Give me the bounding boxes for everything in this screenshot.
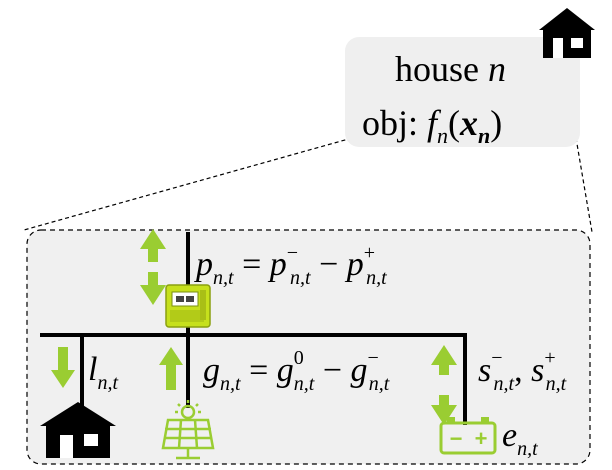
battery-plus-sign: + [475, 426, 488, 451]
callout-connector-right [575, 137, 593, 233]
house-icon [539, 8, 595, 58]
storage-power-label: s−n,t, s+n,t [478, 347, 567, 395]
solar-panel-icon [161, 400, 215, 460]
callout-objective: obj: fn(xn) [362, 103, 502, 148]
smart-meter-icon [165, 284, 211, 328]
house-callout-box [345, 37, 580, 147]
down-arrow-icon [51, 347, 75, 388]
battery-bidirectional-arrow-icon [431, 345, 457, 425]
callout-title: house n [395, 49, 506, 89]
callout-connector-left [23, 137, 353, 231]
up-arrow-icon [159, 347, 183, 390]
grid-power-label: pn,t = p−n,t − p+n,t [194, 242, 387, 289]
bidirectional-arrow-icon [140, 229, 166, 305]
house-load-icon [40, 402, 116, 458]
battery-icon: − + [439, 417, 497, 455]
energy-label: en,t [502, 417, 538, 460]
battery-minus-sign: − [450, 426, 463, 451]
load-label: ln,t [88, 351, 118, 394]
